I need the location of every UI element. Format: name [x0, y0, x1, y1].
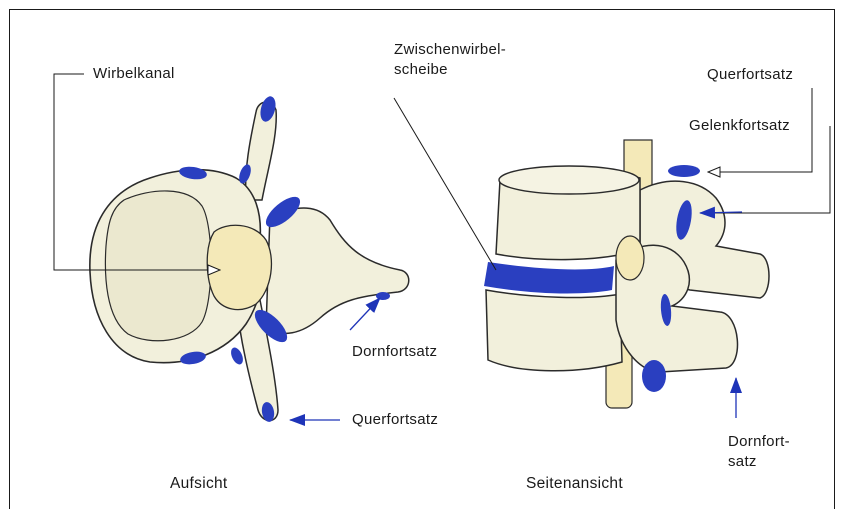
label-gelenkfortsatz: Gelenkfortsatz — [689, 116, 790, 135]
label-dornfortsatz-right-line2: satz — [728, 452, 757, 471]
label-querfortsatz-left: Querfortsatz — [352, 410, 438, 429]
side-view-vertebrae — [484, 140, 769, 408]
label-querfortsatz-right: Querfortsatz — [707, 65, 793, 84]
label-zwischenwirbelscheibe-line1: Zwischenwirbel- — [394, 40, 506, 59]
top-view-vertebra — [90, 95, 409, 423]
label-wirbelkanal: Wirbelkanal — [93, 64, 175, 83]
label-zwischenwirbelscheibe-line2: scheibe — [394, 60, 448, 79]
label-dornfortsatz-right-line1: Dornfort- — [728, 432, 790, 451]
caption-side-view: Seitenansicht — [526, 475, 623, 493]
label-dornfortsatz-left: Dornfortsatz — [352, 342, 437, 361]
caption-top-view: Aufsicht — [170, 475, 228, 493]
